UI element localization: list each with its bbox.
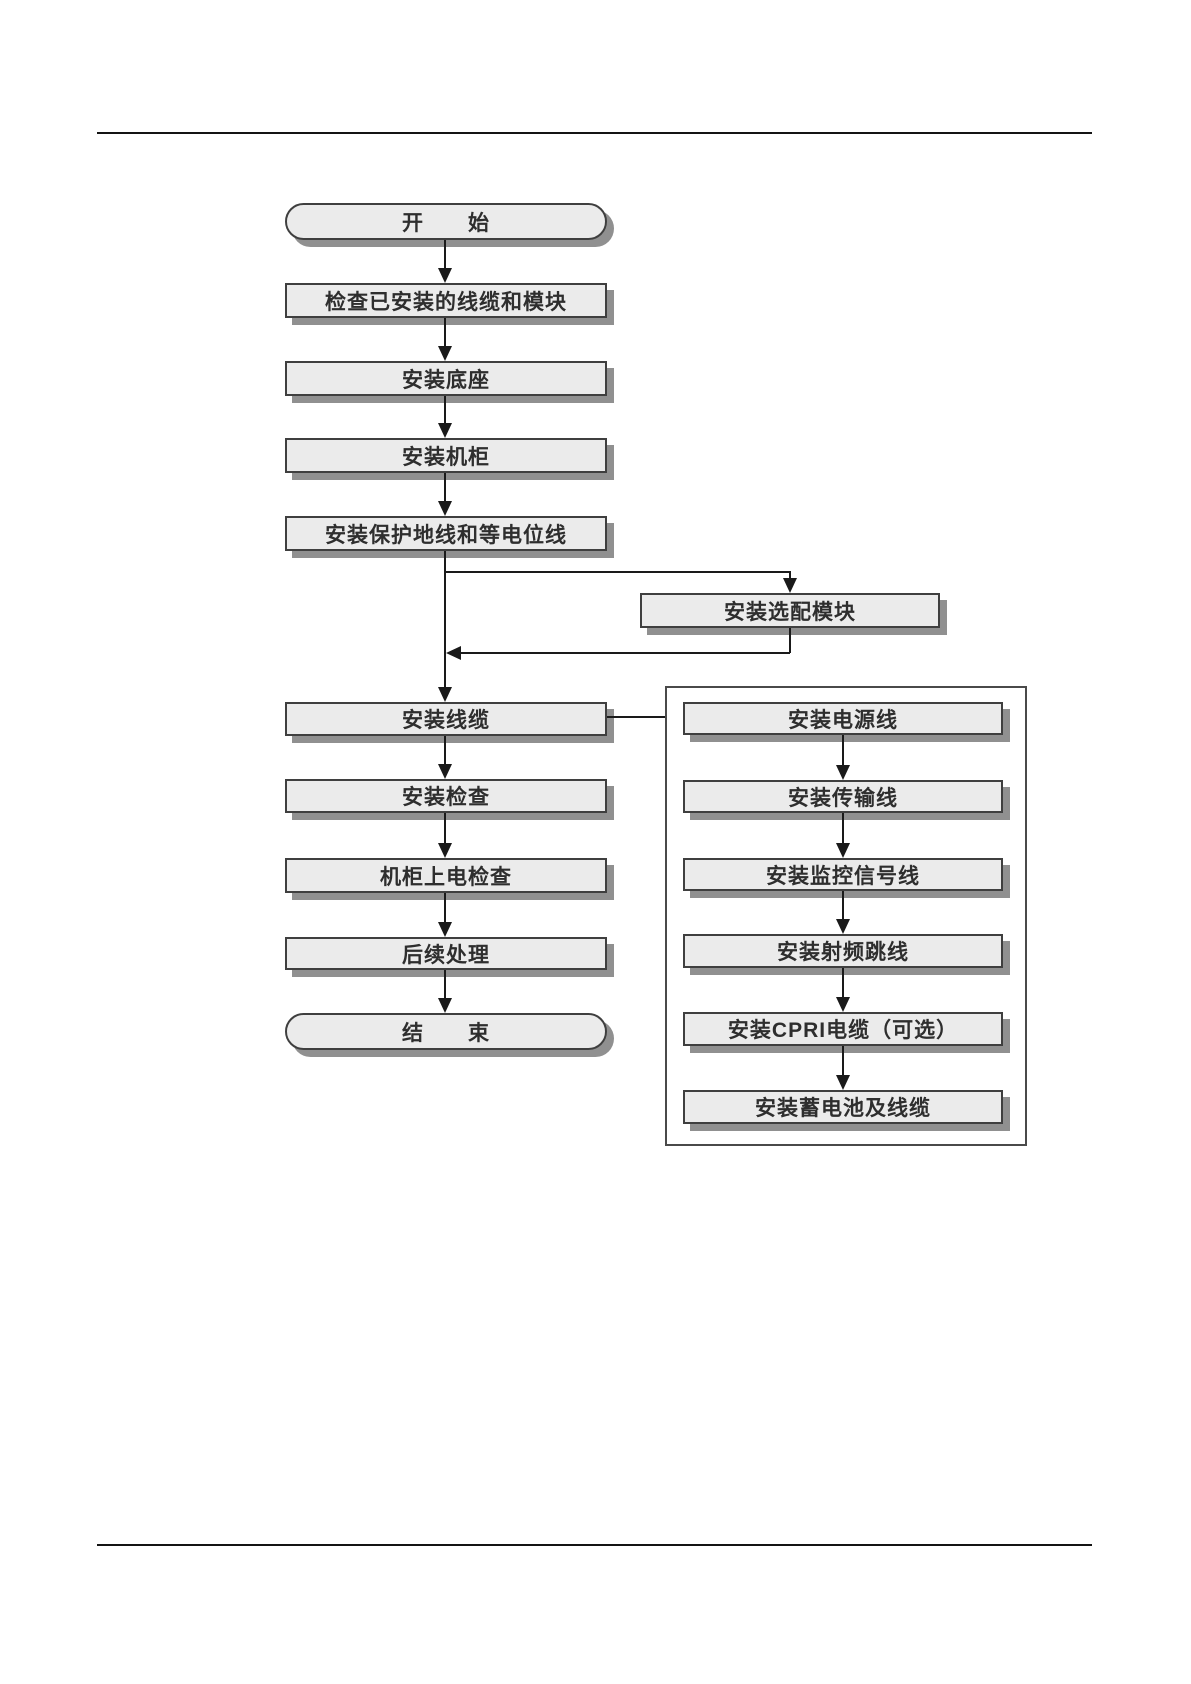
flow-arrow-down [438, 501, 452, 516]
step-check-installed-cables: 检查已安装的线缆和模块 [285, 283, 607, 318]
step-label: 安装蓄电池及线缆 [755, 1097, 931, 1120]
flow-line [842, 735, 844, 765]
footer-rule [97, 1544, 1092, 1546]
flow-line [842, 1046, 844, 1075]
step-follow-up-processing: 后续处理 [285, 937, 607, 970]
flow-arrow-down [438, 346, 452, 361]
flow-line [444, 970, 446, 998]
flow-arrow-left [446, 646, 461, 660]
flow-arrow-down [438, 764, 452, 779]
step-install-cpri-cable: 安装CPRI电缆（可选） [683, 1012, 1003, 1046]
flow-line [444, 473, 446, 501]
flow-line [444, 813, 446, 843]
step-install-cables: 安装线缆 [285, 702, 607, 736]
step-label: 安装保护地线和等电位线 [325, 523, 567, 547]
flow-line [444, 240, 446, 268]
branch-out-line [789, 571, 791, 578]
flow-arrow-down [836, 843, 850, 858]
step-install-optional-modules: 安装选配模块 [640, 593, 940, 628]
step-label: 检查已安装的线缆和模块 [325, 290, 567, 314]
flow-arrow-down [836, 919, 850, 934]
step-label: 安装传输线 [788, 786, 898, 810]
header-rule [97, 132, 1092, 134]
step-install-base: 安装底座 [285, 361, 607, 396]
step-label: 安装检查 [402, 786, 490, 809]
step-label: 安装监控信号线 [766, 864, 920, 888]
step-install-rf-jumper: 安装射频跳线 [683, 934, 1003, 968]
branch-return-line [461, 652, 790, 654]
flow-arrow-down [438, 687, 452, 702]
flow-arrow-down [438, 423, 452, 438]
flow-line [444, 893, 446, 922]
flow-arrow-down [438, 922, 452, 937]
flow-line [444, 551, 446, 687]
group-connector-line [607, 716, 665, 718]
flow-line [842, 813, 844, 843]
flow-arrow-down [783, 578, 797, 593]
flow-arrow-down [438, 843, 452, 858]
flow-line [842, 968, 844, 997]
step-label: 安装机柜 [402, 445, 490, 469]
end-label: 结 束 [402, 1021, 490, 1045]
step-install-cabinet: 安装机柜 [285, 438, 607, 473]
branch-return-line [789, 628, 791, 653]
step-label: 机柜上电检查 [380, 865, 512, 889]
step-install-power-cable: 安装电源线 [683, 702, 1003, 735]
flow-line [444, 318, 446, 346]
step-installation-check: 安装检查 [285, 779, 607, 813]
start-terminator: 开 始 [285, 203, 607, 240]
step-label: 安装射频跳线 [777, 941, 909, 964]
flow-arrow-down [438, 998, 452, 1013]
step-install-ground-wires: 安装保护地线和等电位线 [285, 516, 607, 551]
start-label: 开 始 [402, 211, 490, 235]
step-label: 安装线缆 [402, 709, 490, 732]
flow-line [444, 396, 446, 423]
step-install-battery-and-cables: 安装蓄电池及线缆 [683, 1090, 1003, 1124]
flow-arrow-down [836, 997, 850, 1012]
step-install-monitoring-signal-cable: 安装监控信号线 [683, 858, 1003, 891]
step-label: 安装电源线 [788, 708, 898, 732]
branch-out-line [445, 571, 790, 573]
end-terminator: 结 束 [285, 1013, 607, 1050]
step-cabinet-power-on-check: 机柜上电检查 [285, 858, 607, 893]
step-label: 安装选配模块 [724, 600, 856, 624]
flow-arrow-down [836, 1075, 850, 1090]
flow-line [444, 736, 446, 764]
flow-arrow-down [836, 765, 850, 780]
step-install-transmission-cable: 安装传输线 [683, 780, 1003, 813]
cable-group-frame [665, 686, 1027, 1146]
step-label: 后续处理 [402, 943, 490, 967]
flow-line [842, 891, 844, 919]
step-label: 安装CPRI电缆（可选） [727, 1019, 959, 1042]
flow-arrow-down [438, 268, 452, 283]
step-label: 安装底座 [402, 368, 490, 392]
